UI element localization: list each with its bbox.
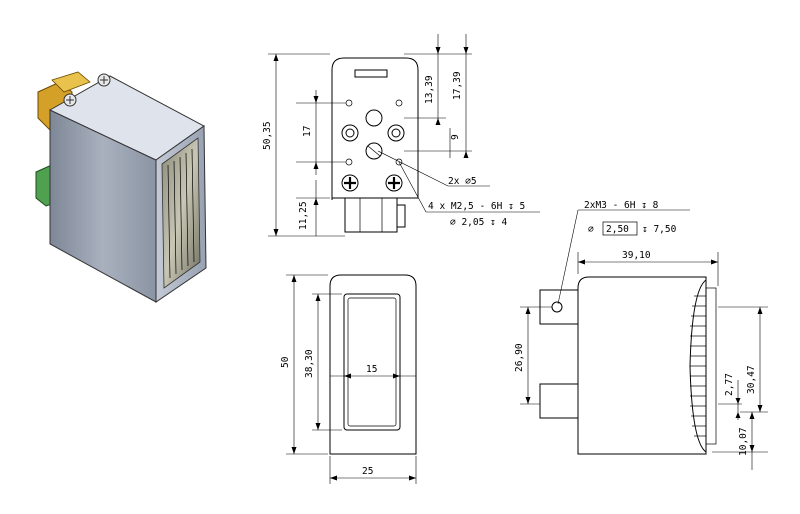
dim-30-47: 30,47 (746, 365, 757, 394)
side-view: 2xM3 - 6H ↧ 8 ∅ 2,50 ↧ 7,50 39,10 26,90 … (514, 200, 768, 470)
dim-top-1: 13,39 (424, 75, 435, 104)
dim-2-77: 2,77 (724, 373, 735, 396)
dim-window: 15 (366, 364, 377, 375)
dim-width: 25 (362, 466, 373, 477)
callout-drill: ∅ 2,05 ↧ 4 (450, 217, 507, 228)
side-callout-thread: 2xM3 - 6H ↧ 8 (584, 200, 659, 211)
dim-bottom: 11,25 (298, 201, 309, 230)
dim-tab: 26,90 (514, 343, 525, 372)
dim-length: 39,10 (622, 250, 651, 261)
side-callout-drill-box: 2,50 (606, 224, 629, 235)
bottom-view: 50 38,30 15 25 (280, 274, 417, 484)
dim-inner: 38,30 (304, 349, 315, 378)
dim-10-07: 10,07 (738, 427, 749, 456)
dim-top-2: 17,39 (452, 71, 463, 100)
dim-9: 9 (450, 134, 461, 140)
callout-holes: 2x ∅5 (448, 176, 477, 187)
side-callout-drill-sym: ∅ (588, 224, 594, 235)
callout-thread: 4 x M2,5 - 6H ↧ 5 (428, 201, 525, 212)
dim-bottom-height: 50 (280, 356, 291, 368)
dim-height: 50,35 (262, 121, 273, 150)
isometric-view (35, 71, 207, 303)
dim-hole-spacing: 17 (302, 126, 313, 137)
side-callout-drill-depth: ↧ 7,50 (642, 224, 677, 235)
front-view: 50,35 17 11,25 13,39 17,39 9 2x ∅5 4 x M… (262, 34, 540, 237)
